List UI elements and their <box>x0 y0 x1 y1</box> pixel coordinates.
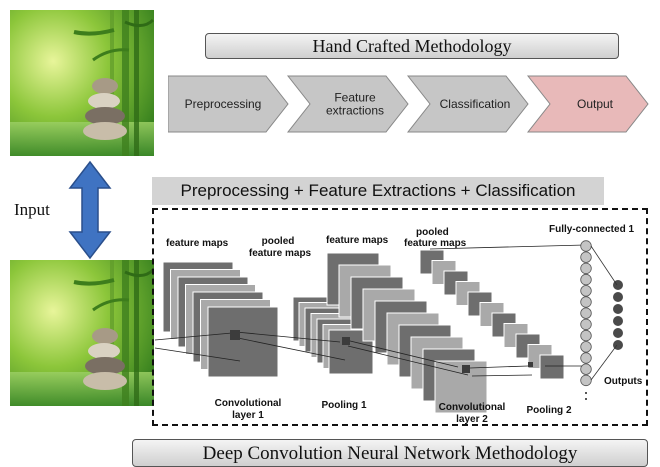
pipeline-step-label: extractions <box>326 104 384 118</box>
zen-stones-image <box>10 260 154 406</box>
deep-cnn-banner: Deep Convolution Neural Network Methodol… <box>132 439 648 467</box>
fc-neuron <box>580 273 592 286</box>
label-pooling1: Pooling 1 <box>322 400 367 411</box>
pool2-feature-map <box>539 354 565 380</box>
hand-crafted-banner: Hand Crafted Methodology <box>205 33 619 59</box>
pipeline-step-label: Output <box>577 97 614 111</box>
fc-neuron <box>580 363 592 375</box>
label-conv1-line1: Convolutional <box>215 398 282 409</box>
fc-neuron <box>580 374 592 387</box>
label-pooled-2-line2: feature maps <box>404 238 467 249</box>
zen-stones-image <box>10 10 154 156</box>
fc-neuron <box>580 352 592 364</box>
label-pooled-1-line1: pooled <box>262 236 295 247</box>
input-label: Input <box>14 200 50 219</box>
kernel-marker <box>462 365 470 373</box>
input-image-bottom <box>10 260 154 406</box>
cnn-diagram-frame <box>152 208 648 426</box>
output-node <box>613 292 623 302</box>
fc-neuron <box>580 240 592 252</box>
label-conv1-line2: layer 1 <box>232 410 264 421</box>
fc-neuron <box>580 296 592 308</box>
label-outputs: Outputs <box>604 376 643 387</box>
double-arrow-icon <box>68 160 112 260</box>
label-conv2-line2: layer 2 <box>456 414 488 425</box>
fc-neuron <box>580 329 592 342</box>
pipeline-step-4 <box>526 75 649 133</box>
kernel-marker <box>528 362 533 367</box>
fc-connection <box>590 344 618 381</box>
output-node <box>613 304 623 314</box>
kernel-marker <box>230 330 240 340</box>
label-pooled-1-line2: feature maps <box>249 248 312 259</box>
cnn-stage-bar: Preprocessing + Feature Extractions + Cl… <box>152 177 604 205</box>
pipeline-step-2 <box>286 75 409 133</box>
output-node <box>613 328 623 338</box>
fc-neuron <box>580 251 592 263</box>
pipeline-step-3 <box>406 75 529 133</box>
label-conv2-line1: Convolutional <box>439 402 506 413</box>
pipeline-step-1 <box>168 75 289 133</box>
label-pooling2: Pooling 2 <box>527 405 572 416</box>
fc-connection <box>590 245 618 286</box>
connector-lines <box>154 244 586 377</box>
output-node <box>613 316 623 326</box>
fc-neuron <box>580 341 592 353</box>
pipeline-step-label: Classification <box>440 97 511 111</box>
pipeline-step-label: Feature <box>334 91 376 105</box>
label-pooled-2-line1: pooled <box>416 227 449 238</box>
conv1-feature-map <box>207 306 279 378</box>
fc-neuron <box>580 318 592 331</box>
fc-neuron <box>580 262 592 275</box>
ellipsis-dots <box>585 392 587 400</box>
conv2-feature-map <box>434 360 488 414</box>
fc-neuron <box>580 285 592 297</box>
label-feature-maps-2: feature maps <box>326 235 389 246</box>
input-image-top <box>10 10 154 156</box>
label-feature-maps-1: feature maps <box>166 238 229 249</box>
kernel-marker <box>342 337 350 345</box>
label-fully-connected: Fully-connected 1 <box>549 224 634 235</box>
pipeline-step-label: Preprocessing <box>185 97 262 111</box>
fc-neuron <box>580 307 592 319</box>
